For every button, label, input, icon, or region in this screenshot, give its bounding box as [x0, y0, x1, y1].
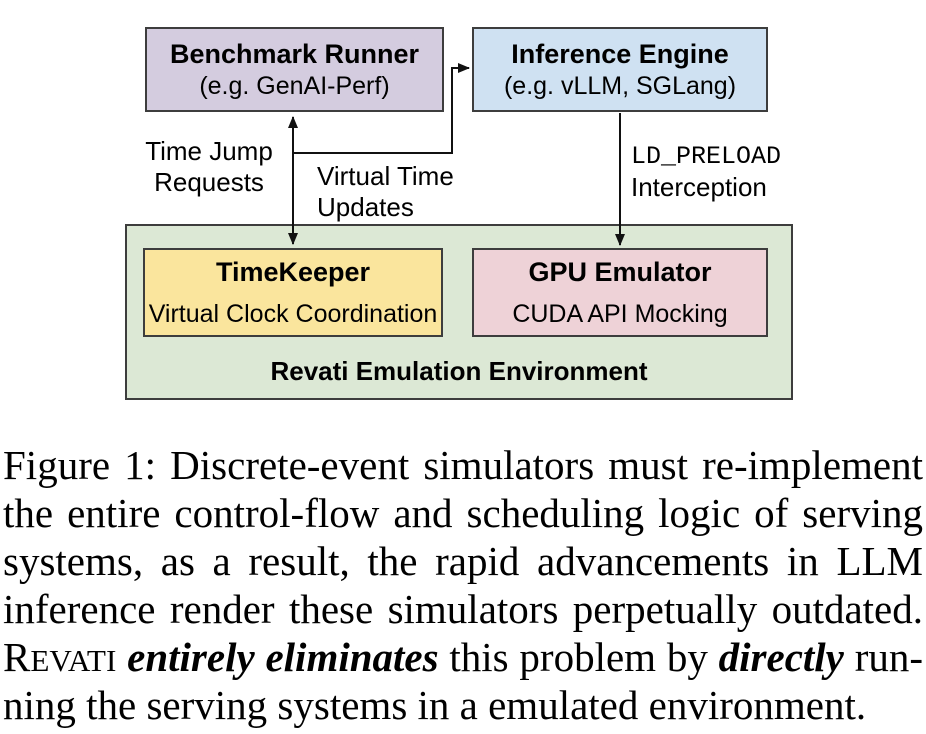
benchmark-runner-title: Benchmark Runner: [169, 38, 420, 69]
caption-line: ning the serving systems in a emulated e…: [3, 681, 923, 729]
gpu-emulator-title: GPU Emulator: [528, 256, 712, 287]
caption-line: inference render these simulators perpet…: [3, 585, 923, 633]
caption-segment: [116, 634, 127, 680]
caption-segment: directly: [718, 634, 844, 680]
timekeeper-subtitle: Virtual Clock Coordination: [148, 299, 438, 328]
inference-engine-title: Inference Engine: [511, 38, 729, 69]
caption-segment: run-: [843, 634, 923, 680]
caption-segment: systems, as a result, the rapid advancem…: [3, 538, 923, 584]
ld-preload-label-line2: Interception: [631, 172, 767, 202]
inference-engine-box: Inference Engine (e.g. vLLM, SGLang): [472, 27, 768, 112]
virtual-time-label-line2: Updates: [317, 192, 414, 222]
caption-line: REVATI entirely eliminates this problem …: [3, 633, 923, 681]
caption-segment: EVATI: [30, 643, 117, 678]
caption-segment: ning the serving systems in a emulated e…: [3, 682, 867, 728]
inference-engine-subtitle: (e.g. vLLM, SGLang): [503, 71, 737, 100]
caption-segment: inference render these simulators perpet…: [3, 586, 923, 632]
figure-caption: Figure 1: Discrete-event simulators must…: [0, 441, 926, 729]
benchmark-runner-box: Benchmark Runner (e.g. GenAI-Perf): [145, 27, 444, 112]
architecture-diagram: Benchmark Runner (e.g. GenAI-Perf) Infer…: [125, 27, 793, 400]
time-jump-label: Time Jump Requests: [145, 136, 273, 198]
caption-segment: the entire control-flow and scheduling l…: [3, 490, 923, 536]
benchmark-runner-subtitle: (e.g. GenAI-Perf): [199, 71, 390, 100]
timekeeper-title: TimeKeeper: [215, 256, 371, 287]
ld-preload-label-code: LD_PRELOAD: [631, 142, 782, 171]
caption-line: Figure 1: Discrete-event simulators must…: [3, 441, 923, 489]
time-jump-label-line2: Requests: [154, 167, 264, 197]
time-jump-label-line1: Time Jump: [145, 136, 273, 166]
caption-line: systems, as a result, the rapid advancem…: [3, 537, 923, 585]
caption-segment: R: [3, 634, 31, 680]
ld-preload-label: LD_PRELOAD Interception: [631, 142, 781, 203]
caption-line: the entire control-flow and scheduling l…: [3, 489, 923, 537]
virtual-time-label-line1: Virtual Time: [317, 161, 454, 191]
timekeeper-box: TimeKeeper Virtual Clock Coordination: [143, 248, 443, 337]
gpu-emulator-box: GPU Emulator CUDA API Mocking: [472, 248, 768, 337]
gpu-emulator-subtitle: CUDA API Mocking: [512, 299, 728, 328]
caption-segment: entirely eliminates: [127, 634, 439, 680]
caption-segment: Figure 1: Discrete-event simulators must…: [3, 442, 923, 488]
caption-segment: this problem by: [438, 634, 719, 680]
revati-environment-label: Revati Emulation Environment: [270, 356, 648, 386]
virtual-time-label: Virtual Time Updates: [317, 161, 454, 223]
